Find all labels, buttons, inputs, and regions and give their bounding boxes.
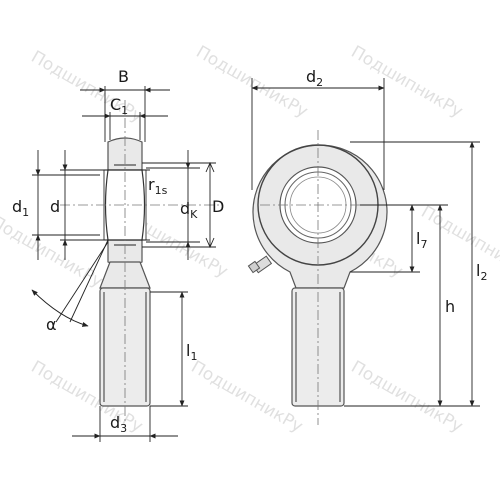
dim-label-d3: d3 <box>110 413 127 435</box>
grease-nipple <box>247 255 273 274</box>
dim-label-B: B <box>118 67 129 86</box>
dim-label-d2: d2 <box>306 67 323 89</box>
side-view: B C1 d1 d r1s <box>12 67 224 442</box>
dim-label-dK: dK <box>180 199 198 221</box>
dim-label-alpha: α <box>46 315 57 334</box>
watermark-text: ПодшипникРу <box>28 47 147 127</box>
dim-label-d1: d1 <box>12 197 29 219</box>
dim-label-C1: C1 <box>110 95 128 117</box>
watermark-text: ПодшипникРу <box>348 42 467 122</box>
watermark-text: ПодшипникРу <box>0 212 106 292</box>
dim-label-h: h <box>445 297 455 316</box>
watermark-text: ПодшипникРу <box>188 357 307 437</box>
watermark-text: ПодшипникРу <box>418 202 500 282</box>
dim-label-l1: l1 <box>186 341 197 363</box>
front-view: d2 l7 h l2 <box>247 67 487 425</box>
dim-label-r1s: r1s <box>148 175 168 197</box>
dim-label-D: D <box>212 197 224 216</box>
dim-label-l7: l7 <box>416 229 427 251</box>
watermark-text: ПодшипникРу <box>348 357 467 437</box>
dim-label-d: d <box>50 197 60 216</box>
dim-label-l2: l2 <box>476 261 487 283</box>
